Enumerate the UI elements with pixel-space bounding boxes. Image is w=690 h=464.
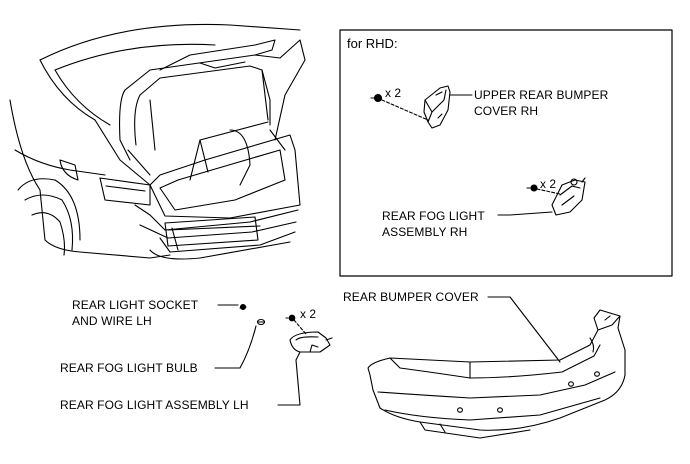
label-rear-light-socket-2: AND WIRE LH: [72, 314, 152, 328]
fog-lh-screw-quantity: x 2: [300, 307, 317, 321]
label-rear-bumper-cover: REAR BUMPER COVER: [343, 290, 479, 304]
label-rear-light-socket-1: REAR LIGHT SOCKET: [72, 298, 199, 312]
label-upper-rear-bumper-cover-rh-2: COVER RH: [474, 104, 539, 118]
rhd-box-title: for RHD:: [347, 36, 398, 51]
label-upper-rear-bumper-cover-rh-1: UPPER REAR BUMPER: [474, 88, 609, 102]
fog-rh-screw-quantity: x 2: [540, 177, 557, 191]
fog-rh-screw: [526, 184, 561, 195]
rear-fog-light-bulb-part: [214, 318, 266, 369]
upper-rear-bumper-cover-rh-part: [423, 85, 473, 129]
rear-fog-light-assembly-lh-part: [277, 331, 333, 406]
label-rear-fog-light-assembly-lh: REAR FOG LIGHT ASSEMBLY LH: [60, 398, 249, 412]
upper-bumper-clip-quantity: x 2: [385, 86, 402, 100]
car-illustration: [9, 23, 306, 260]
rhd-frame: [339, 29, 673, 277]
label-rear-fog-light-assembly-rh-2: ASSEMBLY RH: [382, 225, 468, 239]
label-rear-fog-light-bulb: REAR FOG LIGHT BULB: [60, 361, 198, 375]
fog-lh-screw: [285, 314, 307, 335]
rear-light-socket-part: [217, 303, 247, 311]
rear-bumper-cover-part: [367, 296, 626, 439]
rear-fog-light-assembly-rh-part: [509, 177, 586, 216]
label-rear-fog-light-assembly-rh-1: REAR FOG LIGHT: [382, 209, 485, 223]
upper-bumper-clip: [370, 93, 429, 121]
